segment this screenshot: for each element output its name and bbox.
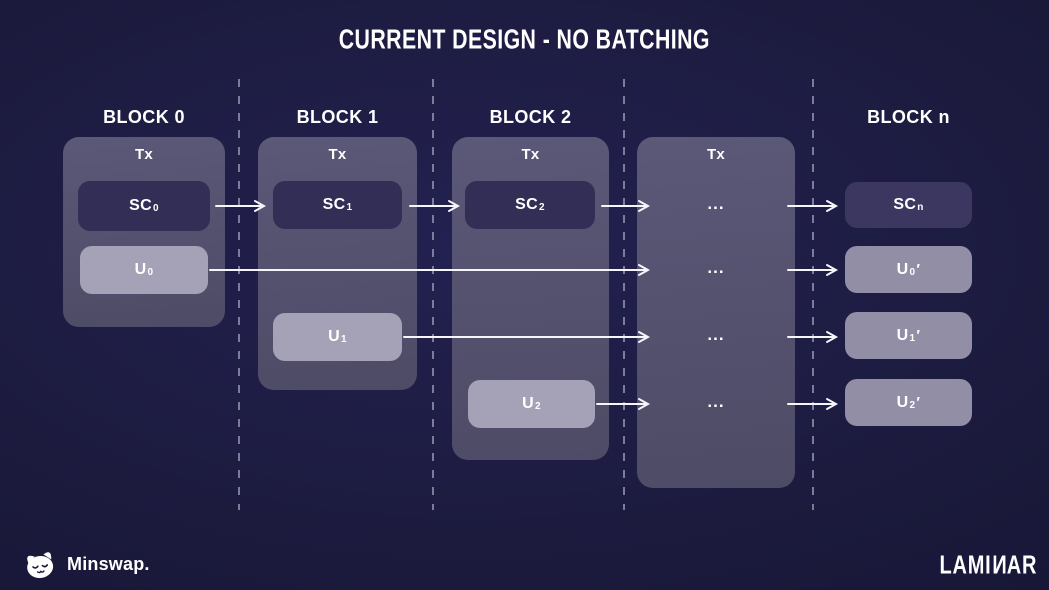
column-separator bbox=[432, 79, 434, 510]
block-0-label: BLOCK 0 bbox=[103, 107, 185, 127]
column-separator bbox=[238, 79, 240, 510]
minswap-cat-icon bbox=[27, 552, 54, 579]
u0p-text: U bbox=[896, 260, 909, 278]
u1-text: U bbox=[328, 328, 340, 345]
column-separator bbox=[812, 79, 814, 510]
laminar-reversed-n: N bbox=[991, 550, 1007, 580]
block-2-label: BLOCK 2 bbox=[489, 107, 572, 127]
laminar-post: AR bbox=[1006, 550, 1037, 580]
u1p-prime-mark: ′ bbox=[916, 327, 921, 344]
title-wrap: CURRENT DESIGN - NO BATCHING bbox=[0, 22, 1049, 56]
column-separator bbox=[623, 79, 625, 510]
u0p-prime-mark: ′ bbox=[916, 261, 921, 278]
block-2-tx-label: Tx bbox=[521, 146, 540, 163]
scn-text: SC bbox=[893, 196, 917, 213]
ellipsis-row-u0: ... bbox=[707, 258, 725, 277]
block-1-tx-label: Tx bbox=[328, 146, 347, 163]
ellipsis-row-u2: ... bbox=[707, 392, 725, 411]
u0-text: U bbox=[134, 261, 147, 278]
u2p-prime-mark: ′ bbox=[916, 394, 921, 411]
u2p-text: U bbox=[896, 393, 909, 411]
sc2-text: SC bbox=[515, 196, 538, 213]
u1p-text: U bbox=[896, 326, 909, 344]
arrow-sc1-sc2 bbox=[409, 200, 461, 212]
ellipsis-row-u1: ... bbox=[707, 325, 725, 344]
laminar-pre: LAMI bbox=[939, 550, 992, 580]
block-n-label: BLOCK n bbox=[867, 107, 950, 127]
u2-text: U bbox=[522, 395, 534, 412]
laminar-logo: LAMINAR bbox=[939, 550, 1037, 580]
ellipsis-tx-label: Tx bbox=[706, 146, 726, 163]
block-0-tx-label: Tx bbox=[134, 146, 154, 163]
ellipsis-row-sc: ... bbox=[707, 194, 725, 213]
page-title: CURRENT DESIGN - NO BATCHING bbox=[338, 22, 711, 56]
minswap-logo: Minswap. bbox=[22, 548, 150, 580]
minswap-wordmark: Minswap. bbox=[67, 553, 150, 574]
sc0-text: SC bbox=[129, 197, 152, 214]
block-1-label: BLOCK 1 bbox=[296, 107, 379, 127]
ellipsis-tx-container: Tx ... ... ... ... bbox=[637, 137, 795, 488]
sc1-text: SC bbox=[322, 196, 346, 213]
